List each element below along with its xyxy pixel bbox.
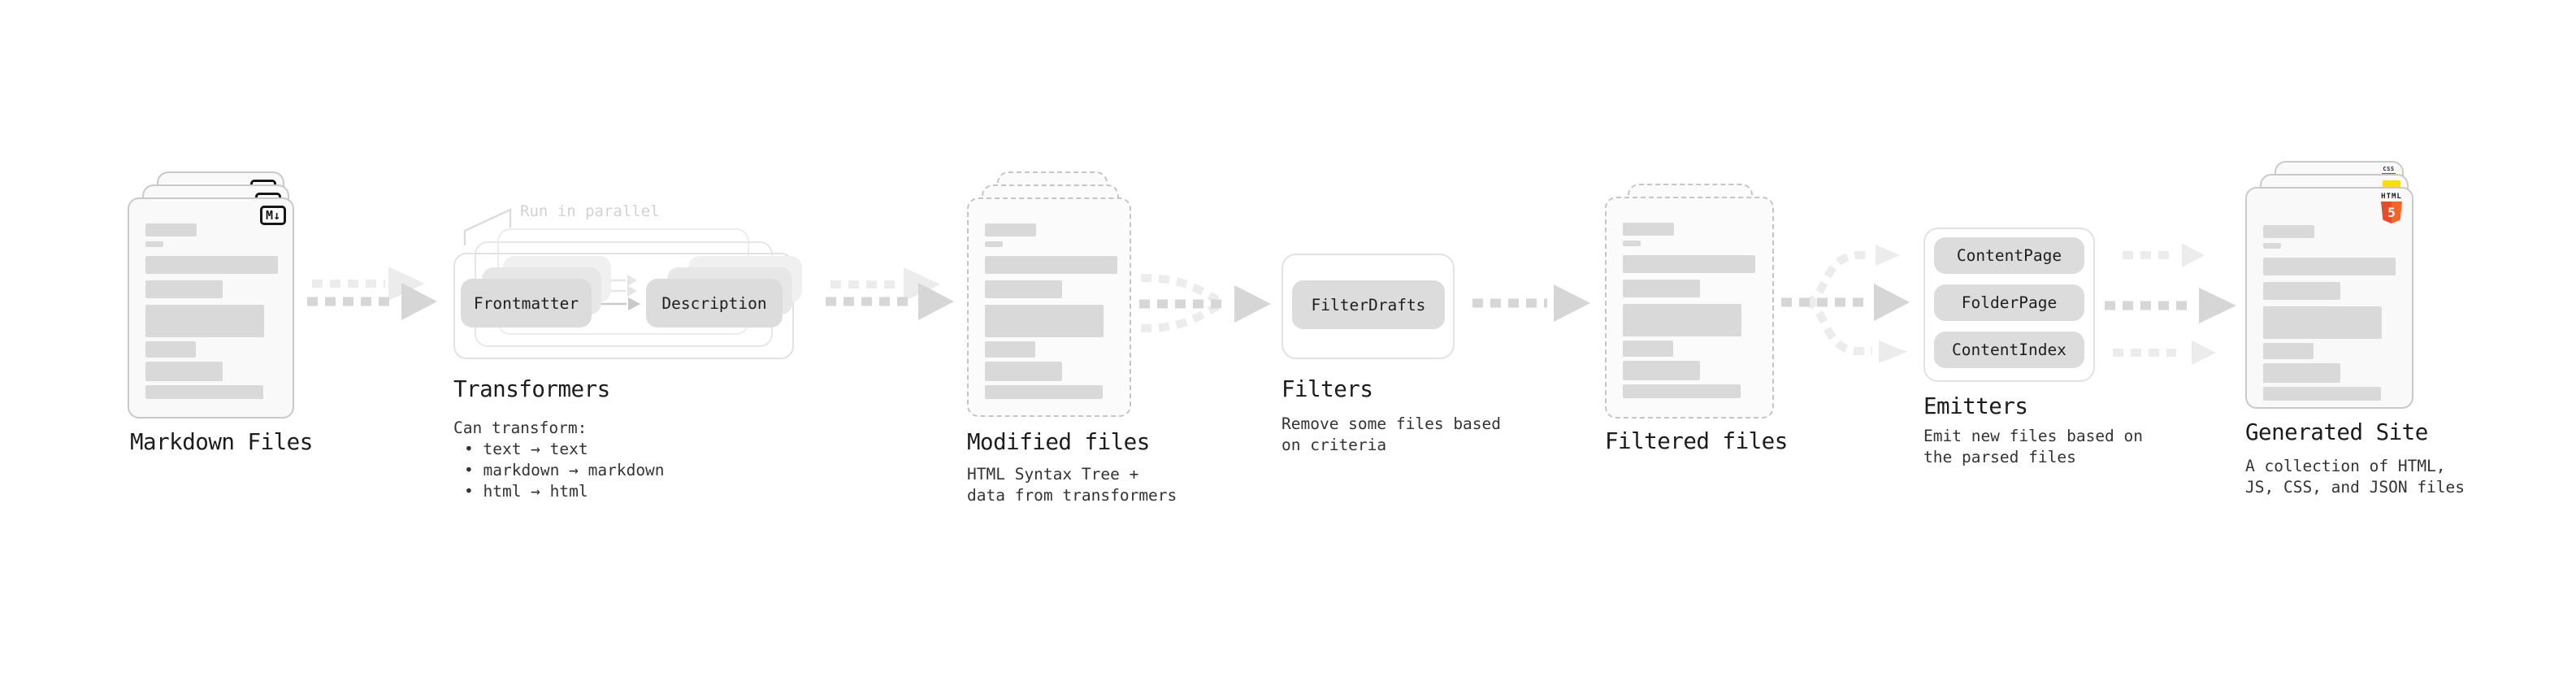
run-in-parallel-annotation: Run in parallel xyxy=(520,202,660,220)
html5-icon-number: 5 xyxy=(2387,205,2396,220)
filterdrafts-node: FilterDrafts xyxy=(1292,280,1445,329)
doc-line xyxy=(985,341,1035,358)
doc-line xyxy=(2263,258,2396,275)
filtered-files-label: Filtered files xyxy=(1605,428,1788,454)
doc-line xyxy=(1623,361,1700,380)
doc-line xyxy=(145,305,264,337)
markdown-icon: M↓ xyxy=(259,206,286,225)
description-node-label: Description xyxy=(661,293,767,313)
doc-line xyxy=(145,241,163,247)
filters-description: Remove some files based on criteria xyxy=(1281,414,1501,456)
doc-content-placeholder xyxy=(2263,225,2396,401)
doc-line xyxy=(145,280,223,298)
description-line: • markdown → markdown xyxy=(464,461,665,479)
description-node: Description xyxy=(646,279,783,327)
arrow-markdown-to-transformers xyxy=(307,267,437,320)
doc-line xyxy=(145,223,197,236)
doc-line xyxy=(985,223,1036,236)
description-line: Emit new files based on xyxy=(1923,427,2144,445)
doc-line xyxy=(145,256,278,274)
doc-line xyxy=(985,362,1062,381)
doc-line xyxy=(1623,340,1673,357)
description-line: on criteria xyxy=(1281,436,1387,454)
html5-icon: HTML 5 xyxy=(2379,193,2404,223)
doc-line xyxy=(2263,243,2281,249)
generated-site-label: Generated Site xyxy=(2245,419,2428,445)
doc-line xyxy=(2263,282,2340,300)
doc-line xyxy=(985,280,1062,298)
modified-files-description: HTML Syntax Tree + data from transformer… xyxy=(967,464,1177,506)
description-line: • text → text xyxy=(464,440,588,458)
doc-line xyxy=(1623,223,1674,236)
transformer-group-box xyxy=(453,253,794,359)
contentindex-node-label: ContentIndex xyxy=(1952,340,2066,359)
doc-line xyxy=(1623,255,1755,273)
markdown-files-label: Markdown Files xyxy=(130,429,313,455)
doc-line xyxy=(2263,306,2382,339)
doc-content-placeholder xyxy=(985,223,1117,399)
emitters-label: Emitters xyxy=(1923,393,2028,419)
doc-line xyxy=(1623,384,1741,398)
description-line: Can transform: xyxy=(453,419,588,437)
description-line: HTML Syntax Tree + xyxy=(967,465,1139,484)
description-line: the parsed files xyxy=(1923,448,2076,466)
filters-label: Filters xyxy=(1281,376,1373,402)
transformers-label: Transformers xyxy=(453,376,610,402)
parallel-leader-line xyxy=(463,208,512,245)
filtered-file-doc xyxy=(1605,197,1774,419)
doc-line xyxy=(2263,343,2314,359)
arrow-emitters-to-generated xyxy=(2105,243,2236,365)
filterdrafts-node-label: FilterDrafts xyxy=(1311,295,1426,314)
contentindex-node: ContentIndex xyxy=(1934,332,2084,368)
doc-line xyxy=(145,341,196,358)
modified-file-doc xyxy=(967,197,1131,417)
folderpage-node: FolderPage xyxy=(1934,284,2084,321)
emitters-description: Emit new files based on the parsed files xyxy=(1923,426,2143,468)
doc-line xyxy=(1623,304,1741,336)
doc-line xyxy=(1623,241,1641,246)
contentpage-node: ContentPage xyxy=(1934,237,2084,274)
folderpage-node-label: FolderPage xyxy=(1961,293,2058,312)
frontmatter-node-label: Frontmatter xyxy=(473,293,579,313)
generated-site-description: A collection of HTML, JS, CSS, and JSON … xyxy=(2245,456,2465,498)
doc-line xyxy=(2263,363,2340,383)
description-line: • html → html xyxy=(464,482,588,501)
transformers-description: Can transform: • text → text • markdown … xyxy=(453,418,665,502)
description-line: JS, CSS, and JSON files xyxy=(2245,478,2465,497)
doc-line xyxy=(145,362,223,381)
description-line: data from transformers xyxy=(967,486,1177,505)
arrow-transformers-to-modified xyxy=(826,267,954,320)
html5-icon-shield: 5 xyxy=(2381,202,2402,223)
modified-files-label: Modified files xyxy=(967,429,1150,455)
markdown-file-doc: M↓ xyxy=(128,197,294,419)
arrow-filters-to-filtered xyxy=(1472,284,1590,322)
arrow-modified-to-filters xyxy=(1139,274,1271,332)
doc-line xyxy=(985,241,1003,247)
emitters-box xyxy=(1923,228,2095,382)
html5-icon-title: HTML xyxy=(2381,193,2402,201)
doc-line xyxy=(985,256,1117,274)
doc-line xyxy=(1623,280,1700,297)
doc-line xyxy=(985,305,1104,337)
doc-content-placeholder xyxy=(1623,223,1755,398)
doc-line xyxy=(2263,225,2314,238)
description-line: A collection of HTML, xyxy=(2245,457,2446,475)
js-icon xyxy=(2383,180,2400,189)
arrow-filtered-to-emitters xyxy=(1781,245,1910,363)
contentpage-node-label: ContentPage xyxy=(1956,246,2062,265)
doc-content-placeholder xyxy=(145,223,278,399)
frontmatter-node: Frontmatter xyxy=(461,279,592,327)
filters-box xyxy=(1281,254,1455,359)
doc-line xyxy=(985,385,1103,399)
description-line: Remove some files based xyxy=(1281,414,1502,433)
generated-html-doc: HTML 5 xyxy=(2245,187,2413,409)
doc-line xyxy=(2263,387,2381,401)
css-icon-label: CSS xyxy=(2383,166,2395,172)
doc-line xyxy=(145,385,263,399)
